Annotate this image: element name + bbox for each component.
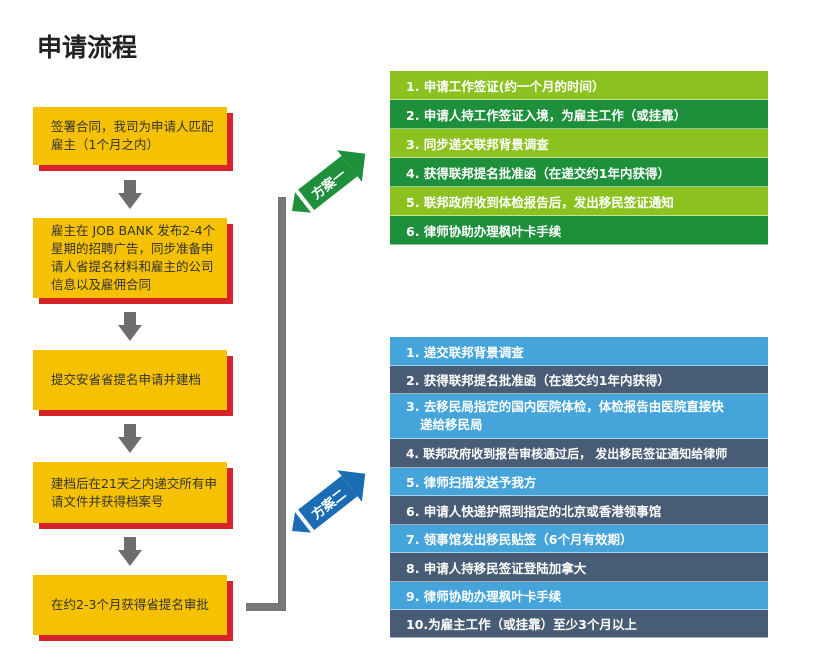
step-box: 雇主在 JOB BANK 发布2-4个星期的招聘广告，同步准备申请人省提名材料和…	[33, 218, 227, 298]
page-title: 申请流程	[37, 33, 138, 62]
plan1-badge-arrow: 方案一	[283, 137, 378, 222]
step-box: 在约2-3个月获得省提名审批	[33, 575, 227, 635]
down-arrow-icon	[118, 424, 142, 454]
down-arrow-icon	[118, 312, 142, 342]
plan2-item: 5. 律师扫描发送予我方	[390, 468, 768, 496]
down-arrow-icon	[118, 180, 142, 210]
plan2-badge-arrow: 方案二	[283, 457, 378, 542]
plan1-list: 1. 申请工作签证(约一个月的时间） 2. 申请人持工作签证入境，为雇主工作（或…	[390, 71, 768, 245]
plan2-list: 1. 递交联邦背景调查 2. 获得联邦提名批准函（在递交约1年内获得） 3. 去…	[390, 337, 768, 638]
step-box: 提交安省省提名申请并建档	[33, 350, 227, 410]
plan1-item: 2. 申请人持工作签证入境，为雇主工作（或挂靠）	[390, 100, 768, 129]
connector-line	[278, 197, 286, 611]
plan2-item: 1. 递交联邦背景调查	[390, 337, 768, 366]
plan2-item: 6. 申请人快递护照到指定的北京或香港领事馆	[390, 496, 768, 525]
plan2-item: 10.为雇主工作（或挂靠）至少3个月以上	[390, 610, 768, 638]
plan2-item: 9. 律师协助办理枫叶卡手续	[390, 582, 768, 610]
step-box: 签署合同，我司为申请人匹配雇主（1个月之内）	[33, 107, 227, 165]
plan1-item: 5. 联邦政府收到体检报告后，发出移民签证通知	[390, 187, 768, 216]
plan1-item: 3. 同步递交联邦背景调查	[390, 129, 768, 158]
plan2-item: 8. 申请人持移民签证登陆加拿大	[390, 553, 768, 582]
plan1-item: 6. 律师协助办理枫叶卡手续	[390, 216, 768, 245]
connector-line	[246, 603, 286, 611]
plan2-item: 2. 获得联邦提名批准函（在递交约1年内获得）	[390, 366, 768, 394]
plan2-item: 4. 联邦政府收到报告审核通过后， 发出移民签证通知给律师	[390, 439, 768, 468]
step-box: 建档后在21天之内递交所有申请文件并获得档案号	[33, 462, 227, 523]
plan1-item: 4. 获得联邦提名批准函（在递交约1年内获得）	[390, 158, 768, 187]
plan2-item: 3. 去移民局指定的国内医院体检，体检报告由医院直接快递给移民局	[390, 394, 768, 439]
down-arrow-icon	[118, 537, 142, 567]
plan1-item: 1. 申请工作签证(约一个月的时间）	[390, 71, 768, 100]
plan2-item: 7. 领事馆发出移民贴签（6个月有效期）	[390, 525, 768, 553]
